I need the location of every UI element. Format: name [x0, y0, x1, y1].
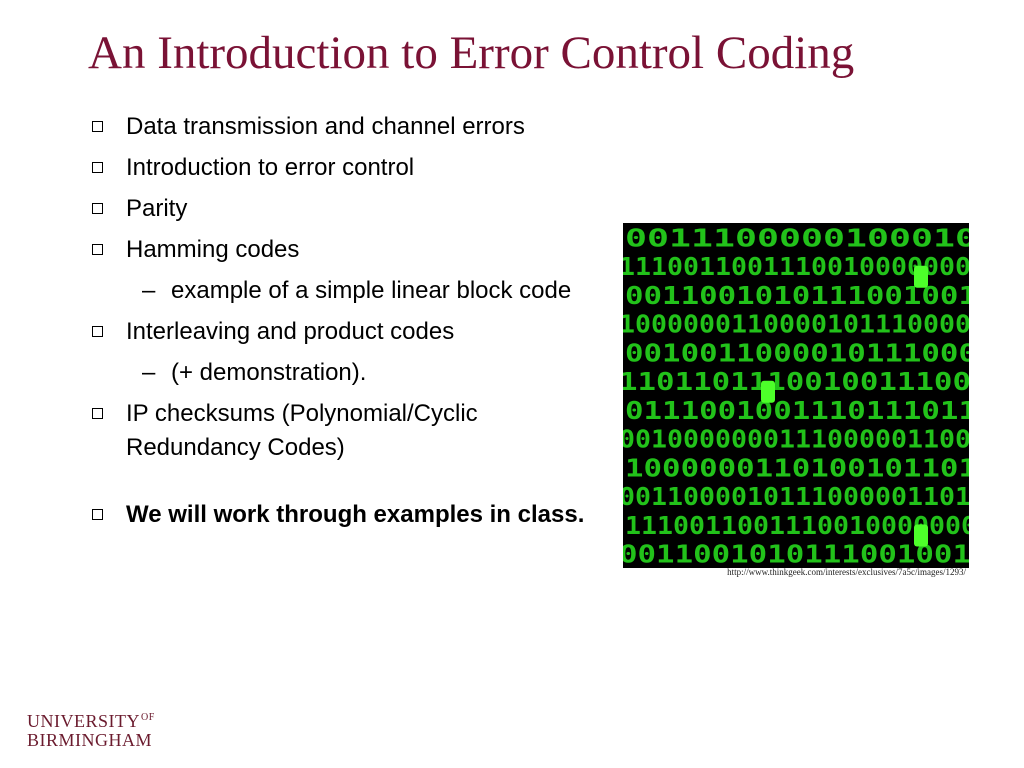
binary-row: 1110011001110010000000: [623, 252, 969, 281]
square-bullet-icon: [92, 203, 103, 214]
square-bullet-icon: [92, 408, 103, 419]
binary-row: 0011100000100010: [625, 223, 969, 252]
binary-row: 0010000000111000001100: [623, 425, 969, 454]
square-bullet-icon: [92, 509, 103, 520]
square-bullet-icon: [92, 162, 103, 173]
list-item-emphasis: We will work through examples in class.: [88, 498, 588, 532]
list-item: IP checksums (Polynomial/Cyclic Redundan…: [88, 397, 588, 465]
list-item-text: We will work through examples in class.: [126, 501, 585, 528]
binary-row: 1000000110100101101: [625, 453, 969, 482]
binary-row: 0011000010111000001101: [623, 482, 969, 511]
binary-row: 1101101110010011100: [623, 367, 969, 396]
highlighted-bit: [761, 380, 775, 403]
list-item: Introduction to error control: [88, 151, 588, 185]
logo-line-1: UNIVERSITY: [27, 711, 140, 731]
square-bullet-icon: [92, 244, 103, 255]
list-item: Data transmission and channel errors: [88, 110, 588, 144]
binary-row: 0011001010111001001: [625, 281, 969, 310]
list-item-text: IP checksums (Polynomial/Cyclic Redundan…: [126, 400, 478, 461]
list-item-text: Parity: [126, 195, 188, 222]
binary-digits-graphic: 0011100000100010111001100111001000000000…: [623, 223, 969, 568]
sub-list-item: – (+ demonstration).: [88, 356, 588, 390]
binary-row: 0011001010111001001: [623, 540, 969, 568]
binary-row: 0010011000010111000: [625, 338, 969, 367]
dash-bullet-icon: –: [142, 277, 156, 304]
square-bullet-icon: [92, 326, 103, 337]
list-item-text: Data transmission and channel errors: [126, 113, 525, 140]
list-item-text: (+ demonstration).: [171, 359, 367, 386]
square-bullet-icon: [92, 121, 103, 132]
list-item: Interleaving and product codes: [88, 315, 588, 349]
list-item: Parity: [88, 192, 588, 226]
sub-list-item: – example of a simple linear block code: [88, 274, 588, 308]
list-item-text: Introduction to error control: [126, 154, 415, 181]
highlighted-bit: [914, 524, 928, 547]
university-logo: UNIVERSITYOF BIRMINGHAM: [27, 708, 155, 750]
logo-of: OF: [141, 712, 155, 723]
list-item-text: Interleaving and product codes: [126, 318, 455, 345]
slide-title: An Introduction to Error Control Coding: [88, 27, 855, 79]
list-item-text: example of a simple linear block code: [171, 277, 572, 304]
binary-row: 1000000110000101110000: [623, 310, 969, 339]
image-credit-url: http://www.thinkgeek.com/interests/exclu…: [727, 567, 966, 577]
highlighted-bit: [914, 265, 928, 288]
binary-row: 0111001001110111011: [625, 396, 969, 425]
list-item: Hamming codes: [88, 233, 588, 267]
dash-bullet-icon: –: [142, 359, 156, 386]
binary-row: 1110011001110010000000: [625, 511, 969, 540]
bullet-list: Data transmission and channel errors Int…: [88, 110, 588, 539]
logo-line-2: BIRMINGHAM: [27, 730, 153, 750]
list-item-text: Hamming codes: [126, 236, 300, 263]
